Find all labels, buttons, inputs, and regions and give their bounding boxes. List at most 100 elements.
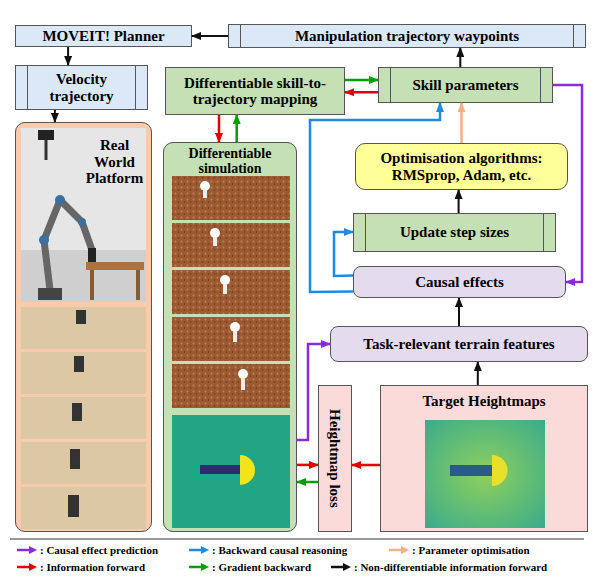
- process-box: MOVEIT! Planner: [15, 25, 192, 47]
- real-frame: [21, 352, 146, 394]
- sim-tool: [241, 378, 245, 390]
- node-label: MOVEIT! Planner: [42, 28, 164, 45]
- connector-arrow: [477, 362, 479, 385]
- legend-sample: [16, 545, 38, 555]
- connector-arrow: [235, 115, 238, 142]
- sim-frame: [172, 270, 290, 314]
- legend-entry: : Parameter optimisation: [388, 544, 530, 556]
- legend-line: [189, 549, 202, 552]
- camera-mount: [45, 140, 48, 160]
- sim-tool: [210, 228, 220, 238]
- sim-frame: [172, 317, 290, 361]
- real-frame: [21, 397, 146, 439]
- sim-tool: [203, 190, 207, 198]
- connector-arrow: [345, 79, 378, 82]
- connector-arrow: [67, 47, 69, 65]
- connector-arrow: [218, 115, 221, 142]
- connector-arrow: [458, 298, 460, 326]
- sim-frame: [172, 364, 290, 408]
- node-label: Optimisation algorithms: RMSprop, Adam, …: [360, 150, 563, 183]
- sim-frame: [172, 223, 290, 267]
- gripper: [72, 403, 82, 421]
- table: [86, 262, 144, 270]
- panel: Real World Platform: [15, 122, 152, 532]
- legend-line: [331, 566, 344, 569]
- connector-arrow: [54, 110, 56, 122]
- node-label: Target Heightmaps: [422, 393, 545, 410]
- connector-arrow: [297, 344, 330, 440]
- sim-tool: [213, 237, 217, 246]
- legend-text: : Parameter optimisation: [412, 544, 530, 556]
- node-label: Differentiable simulation: [166, 146, 294, 177]
- sim-tool: [238, 369, 248, 379]
- legend-text: : Causal effect prediction: [40, 544, 158, 556]
- legend-arrow-head: [401, 546, 409, 554]
- gripper: [68, 495, 79, 517]
- panel-fill: [380, 385, 588, 532]
- robot-joint: [55, 195, 65, 205]
- legend-arrow-head: [29, 563, 37, 571]
- robot-joint: [78, 218, 86, 226]
- real-frame: [21, 442, 146, 484]
- photo-floor: [21, 250, 146, 302]
- connector-arrow: [459, 48, 461, 67]
- node-label: Task-relevant terrain features: [363, 336, 554, 353]
- process-box: Differentiable skill-to-trajectory mappi…: [165, 67, 345, 115]
- legend-arrow-head: [29, 546, 37, 554]
- legend-separator: [10, 539, 584, 540]
- process-box: Manipulation trajectory waypoints: [228, 24, 586, 48]
- process-box: Optimisation algorithms: RMSprop, Adam, …: [355, 143, 568, 190]
- process-box: Update step sizes: [353, 213, 556, 252]
- node-label: Manipulation trajectory waypoints: [295, 28, 519, 45]
- connector-arrow: [334, 232, 353, 276]
- heightmap-trench: [450, 465, 492, 476]
- gripper: [88, 248, 96, 262]
- process-box: Heightmap loss: [318, 385, 352, 532]
- process-box: Causal effects: [353, 266, 566, 298]
- sim-tool: [200, 181, 210, 191]
- panel-fill: [163, 142, 297, 532]
- sim-tool: [220, 275, 230, 285]
- panel-fill: [15, 122, 152, 532]
- node-label: Differentiable skill-to-trajectory mappi…: [170, 75, 340, 108]
- process-box: Skill parameters: [378, 67, 553, 103]
- legend-line: [17, 566, 30, 569]
- legend-arrow-head: [343, 563, 351, 571]
- connector-arrow: [345, 91, 378, 94]
- legend-line: [17, 549, 30, 552]
- gripper: [76, 310, 86, 324]
- real-frame: [21, 307, 146, 349]
- sim-tool: [233, 331, 237, 342]
- node-label: Skill parameters: [412, 77, 518, 94]
- process-box: Velocity trajectory: [15, 65, 148, 110]
- connector-arrow: [297, 464, 318, 467]
- node-label: Real World Platform: [80, 137, 149, 187]
- legend-text: : Information forward: [40, 561, 145, 573]
- node-label: Update step sizes: [400, 224, 509, 241]
- legend-entry: : Causal effect prediction: [16, 544, 158, 556]
- connector-arrow: [192, 35, 228, 37]
- heightmap-mound: [240, 455, 255, 485]
- table-leg: [90, 270, 94, 300]
- table-leg: [136, 270, 140, 300]
- legend-entry: : Gradient backward: [188, 561, 311, 573]
- legend-sample: [330, 562, 352, 572]
- legend-entry: : Information forward: [16, 561, 145, 573]
- connector-arrow: [297, 481, 318, 484]
- legend-arrow-head: [201, 563, 209, 571]
- legend-arrow-head: [201, 546, 209, 554]
- node-label: Velocity trajectory: [30, 71, 133, 104]
- process-box: Task-relevant terrain features: [330, 326, 588, 362]
- node-label: Causal effects: [415, 274, 504, 291]
- legend-text: : Backward causal reasoning: [212, 544, 347, 556]
- connector-arrow: [352, 464, 380, 467]
- sim-frame: [172, 176, 290, 220]
- legend-text: : Gradient backward: [212, 561, 311, 573]
- sim-tool: [223, 284, 227, 294]
- robot-arm: [44, 200, 92, 290]
- sim-heightmap: [172, 415, 290, 528]
- legend-entry: : Backward causal reasoning: [188, 544, 347, 556]
- connector-arrow: [310, 103, 440, 292]
